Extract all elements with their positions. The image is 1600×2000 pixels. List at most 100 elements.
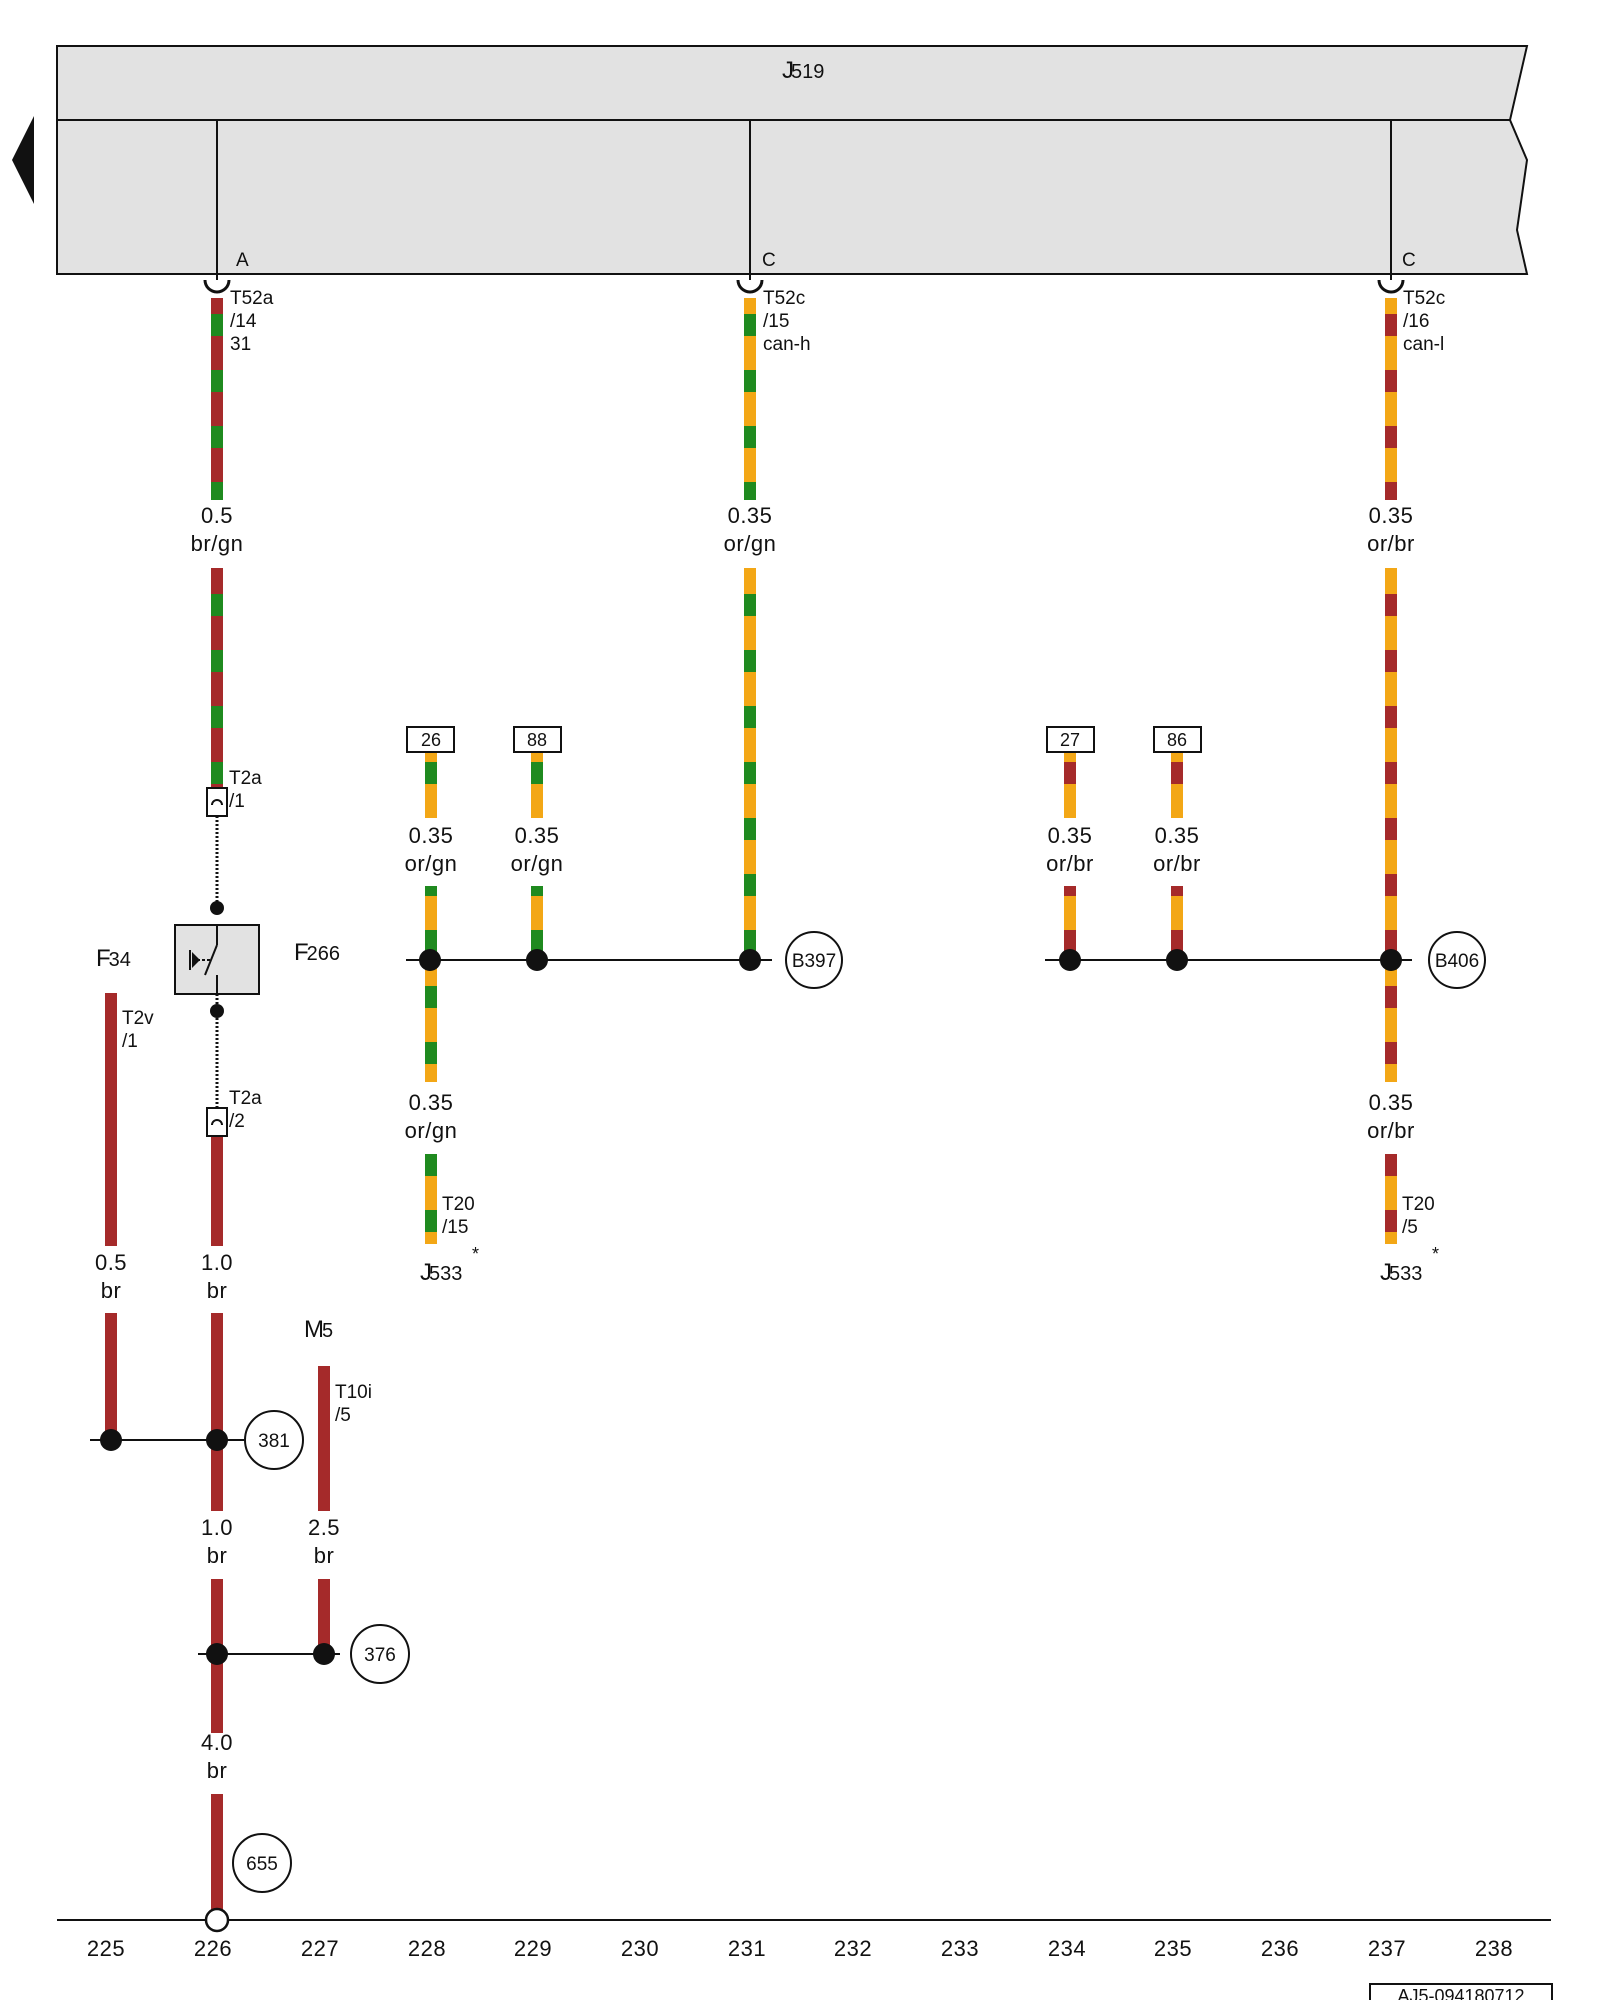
wire-26-upper[interactable] xyxy=(425,752,437,818)
wire-27-lower[interactable] xyxy=(1064,886,1076,960)
junction-dot xyxy=(1380,949,1402,971)
track-number: 225 xyxy=(87,1936,125,1961)
component-j533-right[interactable]: J533 * xyxy=(1380,1244,1439,1286)
control-unit-number: 519 xyxy=(791,61,824,83)
connection-b397[interactable]: B397 xyxy=(785,931,843,989)
connector-pin: /5 xyxy=(335,1405,351,1426)
wire-86-upper[interactable] xyxy=(1171,752,1183,818)
connector-t2v-1[interactable]: T2v /1 xyxy=(122,1008,154,1052)
ground-terminal-icon[interactable] xyxy=(204,1907,230,1933)
track-numbers: 225 226 227 228 229 230 231 232 233 234 … xyxy=(87,1936,1513,1961)
wire-size: 0.35 xyxy=(1369,503,1414,528)
component-letter: F xyxy=(294,939,309,966)
component-f34[interactable]: F34 xyxy=(96,945,131,972)
wire-f34-lower[interactable] xyxy=(105,1313,117,1440)
connector-name: T10i xyxy=(335,1382,372,1403)
pin-a-signal: 31 xyxy=(230,334,251,355)
connector-t2a-1[interactable]: T2a /1 xyxy=(206,768,262,817)
pin-c1-socket-icon xyxy=(736,279,764,294)
connector-pin: /15 xyxy=(442,1217,468,1238)
wire-can-l-j533[interactable] xyxy=(1385,1154,1397,1244)
wire-br-gn-lower[interactable] xyxy=(211,568,223,790)
control-unit-letter: J xyxy=(782,57,794,84)
wire-88-lower[interactable] xyxy=(531,886,543,960)
ground-connection-655[interactable]: 655 xyxy=(232,1833,292,1893)
wire-m5-upper[interactable] xyxy=(318,1366,330,1511)
reference-box-86[interactable]: 86 xyxy=(1153,726,1202,753)
connector-t20-5[interactable]: T20 /5 xyxy=(1402,1194,1435,1238)
reference-box-27[interactable]: 27 xyxy=(1046,726,1095,753)
wire-br-1[interactable] xyxy=(211,1132,223,1246)
wire-size: 0.35 xyxy=(515,823,560,848)
connector-t2a-2[interactable]: T2a /2 xyxy=(206,1088,262,1137)
wire-can-l-upper[interactable] xyxy=(1385,298,1397,500)
ground-connection-376[interactable]: 376 xyxy=(350,1624,410,1684)
wire-26-lower[interactable] xyxy=(425,886,437,1082)
track-number: 228 xyxy=(408,1936,446,1961)
wire-br-gn-upper[interactable] xyxy=(211,298,223,500)
wire-label-m5: 2.5 br xyxy=(308,1515,340,1568)
component-label: F266 xyxy=(294,939,340,966)
reference-box-frame xyxy=(513,726,562,753)
wire-86-lower[interactable] xyxy=(1171,886,1183,960)
wire-size: 0.35 xyxy=(1155,823,1200,848)
wire-size: 0.35 xyxy=(409,1090,454,1115)
reference-number: 27 xyxy=(1060,730,1080,750)
continuation-arrow-icon[interactable] xyxy=(12,116,34,204)
connector-t10i-5[interactable]: T10i /5 xyxy=(335,1382,372,1426)
component-label: J533 xyxy=(1380,1259,1422,1286)
wire-br-2[interactable] xyxy=(211,1313,223,1511)
wire-can-h-upper[interactable] xyxy=(744,298,756,500)
pin-c2-signal: can-l xyxy=(1403,334,1444,355)
wire-size: 2.5 xyxy=(308,1515,340,1540)
component-footnote-mark: * xyxy=(472,1244,479,1264)
component-letter: F xyxy=(96,945,111,972)
connector-pin: /1 xyxy=(229,791,245,812)
wire-label-226c: 4.0 br xyxy=(201,1730,233,1783)
wire-color: or/gn xyxy=(405,851,458,876)
reference-box-26[interactable]: 26 xyxy=(406,726,455,753)
ground-connection-381[interactable]: 381 xyxy=(244,1410,304,1470)
connector-name: T2a xyxy=(229,768,262,789)
wire-f34-upper[interactable] xyxy=(105,993,117,1246)
wire-88-upper[interactable] xyxy=(531,752,543,818)
reference-box-frame xyxy=(1153,726,1202,753)
junction-dot xyxy=(100,1429,122,1451)
wire-color: br xyxy=(314,1543,335,1568)
component-f266[interactable]: F266 xyxy=(174,924,340,995)
component-j533-left[interactable]: J533 * xyxy=(420,1244,479,1286)
track-number: 231 xyxy=(728,1936,766,1961)
wire-27-upper[interactable] xyxy=(1064,752,1076,818)
wire-228-j533[interactable] xyxy=(425,1154,437,1244)
component-number: 266 xyxy=(307,943,340,965)
junction-dot xyxy=(313,1643,335,1665)
connection-label: B397 xyxy=(792,951,836,972)
connection-b406[interactable]: B406 xyxy=(1428,931,1486,989)
connector-t20-15[interactable]: T20 /15 xyxy=(442,1194,475,1238)
junction-dot xyxy=(210,1004,224,1018)
wire-label-w2: 0.35 or/gn xyxy=(724,503,776,556)
track-number: 234 xyxy=(1048,1936,1086,1961)
connection-circle xyxy=(785,931,843,989)
connector-name: T2v xyxy=(122,1008,154,1029)
control-unit-label: J519 xyxy=(782,57,824,84)
connector-name: T20 xyxy=(1402,1194,1435,1215)
control-unit-j519[interactable]: J519 xyxy=(56,45,1529,275)
connection-circle xyxy=(1428,931,1486,989)
ground-circle xyxy=(244,1410,304,1470)
pin-c-can-l[interactable]: C T52c /16 can-l xyxy=(1377,250,1445,355)
component-label: M5 xyxy=(304,1316,333,1343)
wire-size: 0.35 xyxy=(409,823,454,848)
component-number: 533 xyxy=(429,1263,462,1285)
component-m5[interactable]: M5 xyxy=(304,1316,333,1343)
wire-color: or/br xyxy=(1367,1118,1415,1143)
pin-c-can-h[interactable]: C T52c /15 can-h xyxy=(736,250,811,355)
wire-m5-lower[interactable] xyxy=(318,1579,330,1654)
control-unit-body xyxy=(56,45,1529,275)
wire-can-l-lower[interactable] xyxy=(1385,568,1397,1082)
reference-box-88[interactable]: 88 xyxy=(513,726,562,753)
pin-a[interactable]: A T52a /14 31 xyxy=(203,250,274,355)
track-number: 235 xyxy=(1154,1936,1192,1961)
wire-br-4[interactable] xyxy=(211,1794,223,1910)
wire-can-h-lower[interactable] xyxy=(744,568,756,960)
